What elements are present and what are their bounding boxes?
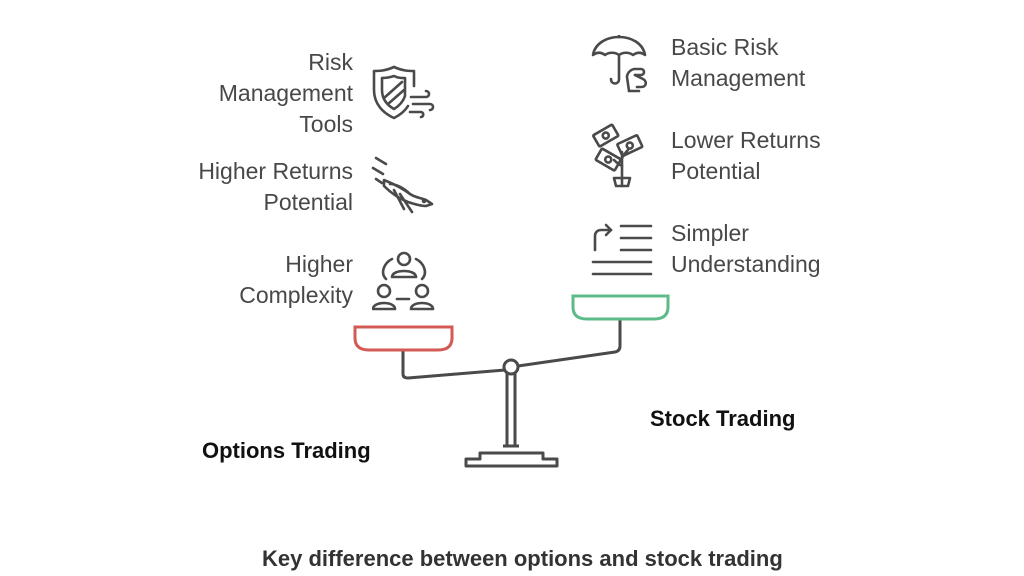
label-higher-complexity: Higher Complexity	[239, 251, 353, 308]
scale-base	[464, 451, 559, 468]
diagram-caption: Key difference between options and stock…	[262, 546, 783, 571]
diving-bird-icon	[371, 156, 434, 214]
label-lower-returns-potential: Lower Returns Potential	[671, 127, 821, 184]
stock-trading-title: Stock Trading	[650, 406, 796, 431]
scale-pillar	[503, 373, 519, 448]
shield-wind-icon	[372, 65, 435, 120]
label-higher-returns-potential: Higher Returns Potential	[198, 158, 353, 215]
left-pan	[353, 325, 454, 352]
label-risk-management-tools: Risk Management Tools	[218, 49, 353, 137]
scale-pivot	[502, 358, 520, 376]
options-trading-title: Options Trading	[202, 438, 371, 463]
umbrella-hand-icon	[591, 35, 648, 93]
right-pan	[571, 294, 670, 321]
label-basic-risk-management: Basic Risk Management	[671, 34, 806, 91]
people-network-icon	[372, 251, 435, 311]
scale-beam	[401, 320, 622, 380]
text-lines-arrow-icon	[591, 223, 653, 276]
money-plant-icon	[592, 123, 644, 188]
label-simpler-understanding: Simpler Understanding	[671, 220, 821, 277]
